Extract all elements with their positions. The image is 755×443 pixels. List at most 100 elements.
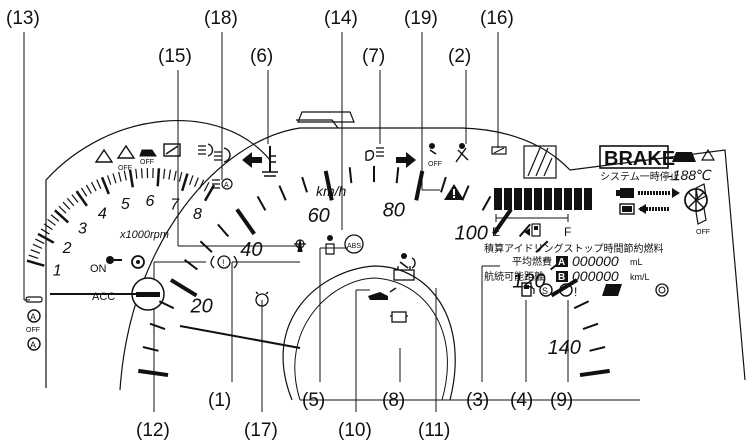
tachometer-tick xyxy=(203,182,210,192)
abs-warning-icon: ABS xyxy=(344,234,364,254)
tachometer-tick xyxy=(173,170,177,181)
svg-text:A: A xyxy=(30,340,36,350)
lcd-brake-text: BRAKE xyxy=(604,148,675,170)
tachometer-tick-label: 6 xyxy=(145,193,154,210)
tachometer-tick xyxy=(189,175,194,186)
lcd-fuel-icon xyxy=(491,146,507,155)
tachometer-tick xyxy=(32,243,43,249)
tachometer-tick xyxy=(80,187,88,197)
tachometer-tick xyxy=(100,176,110,195)
auto-stop-icon: A xyxy=(27,337,41,351)
lcd-gauge-f: F xyxy=(564,225,571,239)
tachometer-tick xyxy=(47,218,56,226)
speedometer-needle xyxy=(179,325,301,349)
low-fuel-icon xyxy=(521,282,535,297)
lcd-temperature: -188℃ xyxy=(668,167,712,183)
tachometer-tick xyxy=(85,184,92,194)
lcd-gauge-bar xyxy=(544,188,552,210)
lcd-fuel-pump-icon xyxy=(524,223,541,237)
lcd-gauge-bar xyxy=(514,188,522,210)
speedometer-tick xyxy=(414,170,425,201)
tachometer-tick xyxy=(26,259,45,267)
speedometer-tick xyxy=(256,195,267,211)
brake-system-warning-icon: ! xyxy=(210,255,238,269)
svg-text:OFF: OFF xyxy=(696,229,710,236)
callout-13: (13) xyxy=(6,8,40,29)
lcd-gauge-bar xyxy=(524,188,532,210)
door-open-alarm-icon xyxy=(255,291,269,307)
tachometer-tick xyxy=(58,205,67,214)
tachometer-tick xyxy=(30,249,41,254)
transmission-warning-icon: ! xyxy=(559,283,577,299)
speedometer-tick xyxy=(461,185,470,201)
lcd-unit-kml: km/L xyxy=(630,272,650,282)
tachometer-tick-label: 2 xyxy=(62,240,72,257)
tachometer-tick-label: 3 xyxy=(78,220,87,237)
tachometer-tick xyxy=(96,179,102,189)
lcd-battery-icon xyxy=(619,203,635,215)
speedometer-tick-label: 80 xyxy=(383,199,405,221)
auto-headlight-icon: A xyxy=(212,178,233,190)
lcd-brake-box xyxy=(599,145,669,169)
svg-text:OFF: OFF xyxy=(140,159,154,166)
check-engine-icon xyxy=(390,311,408,323)
svg-text:ABS: ABS xyxy=(347,243,361,250)
lcd-unit-ml: mL xyxy=(630,257,643,267)
lcd-range-digits: 000000 xyxy=(572,268,619,284)
key-indicator-icon xyxy=(25,296,43,303)
slip-off-icon: OFF xyxy=(116,144,136,172)
lcd-gauge-bar xyxy=(564,188,572,210)
tachometer-tick xyxy=(75,190,88,207)
svg-text:S: S xyxy=(542,286,548,296)
speedometer-tick xyxy=(535,240,549,253)
lcd-gauge-bar xyxy=(574,188,582,210)
speedometer-tick xyxy=(323,170,334,201)
coolant-temperature-icon xyxy=(262,146,278,177)
callout-18: (18) xyxy=(204,8,238,29)
multi-information-display: BRAKE システム一時停止 -188℃ E F xyxy=(484,145,716,284)
tachometer-tick xyxy=(128,169,135,188)
lcd-badge-b-box xyxy=(556,271,568,282)
tachometer-ticks xyxy=(26,168,216,267)
callout-15: (15) xyxy=(158,46,192,67)
tachometer-tick xyxy=(168,169,172,180)
speedometer-tick-label: 60 xyxy=(308,205,330,227)
lcd-gauge-bar xyxy=(504,188,512,210)
lcd-badge-b: B xyxy=(558,272,565,283)
engine-warning-gear-icon xyxy=(131,255,145,269)
tachometer-tick xyxy=(106,175,112,185)
speedometer-tick xyxy=(579,368,610,378)
speedometer-tick xyxy=(278,185,287,201)
callout-14: (14) xyxy=(324,8,358,29)
headlight-indicator-icon xyxy=(214,147,231,163)
tachometer-tick xyxy=(90,181,97,192)
speedometer-tick-label: 140 xyxy=(548,337,581,359)
tachometer-tick xyxy=(140,168,143,179)
tachometer-unit: x1000rpm xyxy=(119,229,169,241)
security-indicator-icon: S xyxy=(539,283,553,297)
tachometer-tick xyxy=(37,232,55,244)
speedometer-tick xyxy=(395,167,400,184)
cruise-indicator-icon xyxy=(655,283,669,297)
svg-text:OFF: OFF xyxy=(26,327,40,334)
tachometer-tick xyxy=(194,177,199,187)
charge-warning-icon xyxy=(294,239,306,253)
speedometer-tick xyxy=(138,368,169,378)
speedometer-tick xyxy=(550,278,579,298)
immobilizer-icon xyxy=(106,256,122,264)
tachometer-tick-label: 8 xyxy=(193,206,202,223)
tachometer-tick xyxy=(54,209,70,224)
speedometer-tick xyxy=(518,223,531,238)
tachometer-tick xyxy=(180,173,189,192)
callout-19: (19) xyxy=(404,8,438,29)
speedometer-tick-label: 40 xyxy=(240,239,262,261)
speedometer-inner-arc xyxy=(282,265,456,401)
lcd-gauge-e: E xyxy=(492,225,500,239)
lcd-fuel-gauge-bars xyxy=(494,188,592,210)
eco-drive-icon xyxy=(602,284,622,296)
speedometer-tick xyxy=(348,167,353,184)
speedometer-tick xyxy=(492,208,513,236)
svg-text:!: ! xyxy=(574,285,577,299)
